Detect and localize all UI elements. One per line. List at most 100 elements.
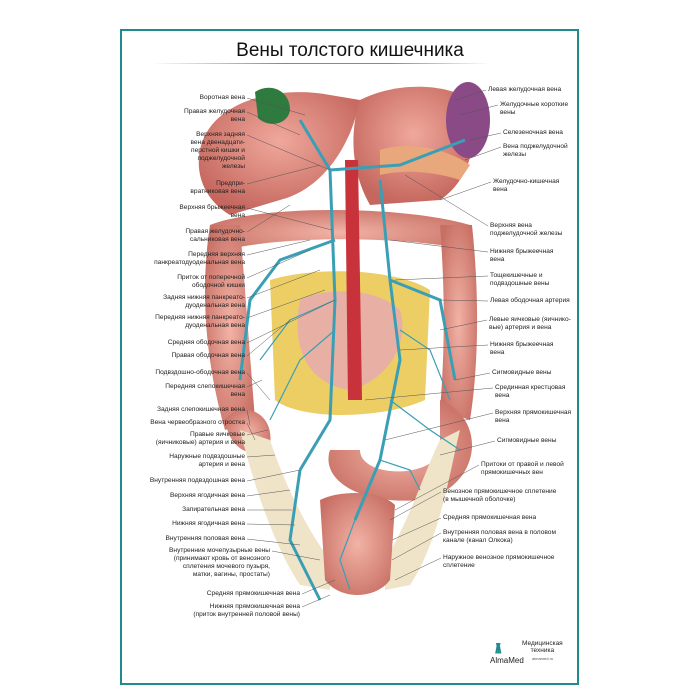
leader-line — [246, 379, 263, 388]
label-l-15: Вена червеобразного отростка — [150, 419, 245, 426]
leader-line — [246, 319, 291, 357]
label-l-4: Верхняя брыжеечная вена — [179, 204, 245, 219]
ascending-colon — [205, 225, 255, 430]
label-r-16: Венозное прямокишечное сплетение (в мыше… — [443, 488, 557, 503]
leader-line — [246, 454, 276, 458]
label-r-8: Левая ободочная артерия — [490, 297, 570, 304]
label-l-18: Внутренняя подвздошная вена — [149, 477, 245, 484]
transverse-colon — [210, 210, 470, 255]
leader-line — [439, 440, 496, 456]
label-r-18: Внутренняя половая вена в половом канале… — [443, 529, 557, 544]
leader-line — [389, 239, 489, 253]
leader-line — [439, 319, 488, 331]
leader-line — [246, 164, 321, 185]
label-l-5: Правая желудочно- сальниковая вена — [185, 228, 245, 243]
logo-tagline: Медицинская техника — [522, 640, 563, 654]
label-r-6: Нижняя брыжеечная вена — [490, 248, 554, 263]
label-l-12: Подвздошно-ободочная вена — [155, 369, 245, 376]
label-r-5: Верхняя вена поджелудочной железы — [490, 222, 563, 237]
title-divider — [150, 63, 490, 64]
logo-url: almamed.ru — [532, 656, 554, 661]
label-l-20: Запирательная вена — [182, 506, 245, 513]
leader-line — [246, 207, 333, 231]
leader-line — [399, 344, 489, 351]
leader-line — [459, 104, 499, 116]
aorta — [345, 160, 362, 400]
leader-line — [246, 269, 321, 299]
leader-line — [246, 239, 311, 256]
label-l-19: Верхняя ягодичная вена — [169, 492, 245, 499]
label-l-13: Передняя слепокишечная вена — [165, 383, 245, 398]
label-r-4: Желудочно-кишечная вена — [493, 178, 560, 193]
rectum — [320, 493, 395, 595]
label-l-2: Верхняя задняя вена двенадцати- перстной… — [190, 131, 245, 170]
label-l-16: Правые яичковые (яичниковые) артерия и в… — [155, 431, 245, 446]
leader-line — [246, 134, 331, 171]
leader-line — [454, 372, 491, 381]
label-r-2: Селезеночная вена — [503, 129, 563, 136]
leader-line — [391, 517, 442, 541]
leader-line — [246, 249, 311, 279]
label-r-12: Срединная крестцовая вена — [495, 384, 566, 399]
label-l-9: Передняя нижняя панкреато- дуоденальная … — [155, 314, 245, 329]
label-l-11: Правая ободочная вена — [171, 352, 245, 359]
logo-mark-icon: /\/\ — [495, 640, 501, 656]
leader-lines — [246, 89, 502, 608]
leader-line — [301, 594, 331, 608]
leader-line — [246, 422, 256, 441]
label-l-14: Задняя слепокишечная вена — [156, 406, 245, 413]
liver — [198, 92, 360, 215]
leader-line — [246, 299, 336, 344]
leader-line — [391, 532, 442, 561]
leader-line — [246, 372, 271, 401]
pancreas — [380, 145, 470, 180]
leader-line — [246, 289, 326, 319]
leader-line — [394, 557, 442, 581]
label-r-19: Наружное венозное прямокишечное сплетени… — [443, 554, 555, 569]
label-l-22: Внутренняя половая вена — [165, 535, 245, 542]
leader-line — [246, 204, 291, 233]
leader-line — [246, 409, 251, 426]
label-r-0: Левая желудочная вена — [488, 86, 562, 93]
leader-line — [439, 181, 492, 201]
leader-line — [364, 387, 494, 401]
label-l-21: Нижняя ягодичная вена — [172, 520, 245, 527]
label-l-7: Приток от поперечной ободочной кишки — [177, 274, 245, 289]
leader-line — [394, 464, 480, 511]
leader-line — [271, 550, 321, 561]
leader-line — [439, 299, 489, 302]
leader-line — [246, 489, 291, 497]
label-l-24: Средняя прямокишечная вена — [206, 590, 300, 597]
label-r-15: Притоки от правой и левой прямокишечных … — [481, 461, 564, 476]
leader-line — [394, 275, 489, 281]
label-l-8: Задняя нижняя панкреато- дуоденальная ве… — [163, 294, 245, 309]
leader-line — [246, 111, 301, 136]
leader-line — [246, 538, 301, 546]
spleen — [446, 82, 490, 158]
label-r-14: Сигмовидные вены — [497, 437, 557, 444]
label-l-1: Правая желудочная вена — [183, 108, 245, 123]
leader-line — [246, 97, 306, 116]
label-l-3: Предпри- вратниковая вена — [190, 180, 245, 195]
label-r-17: Средняя прямокишечная вена — [443, 514, 537, 521]
label-l-0: Воротная вена — [199, 94, 245, 101]
label-r-3: Вена поджелудочной железы — [503, 143, 568, 158]
leader-line — [389, 491, 442, 521]
label-l-10: Средняя ободочная вена — [167, 339, 245, 346]
label-r-10: Нижняя брыжеечная вена — [490, 341, 554, 356]
leader-line — [454, 89, 487, 101]
descending-colon — [440, 225, 478, 420]
label-l-6: Передняя верхняя панкреатодуоденальная в… — [154, 251, 245, 266]
leader-line — [246, 523, 296, 526]
logo-brand: AlmaMed — [490, 656, 524, 665]
leader-line — [301, 579, 336, 595]
leader-line — [464, 146, 502, 161]
leader-line — [384, 412, 494, 441]
gallbladder — [255, 87, 290, 124]
brand-logo: /\/\ AlmaMed Медицинская техника almamed… — [490, 640, 580, 670]
page-title: Вены толстого кишечника — [236, 40, 464, 61]
label-r-7: Тощекишечные и подвздошные вены — [490, 272, 550, 287]
leader-line — [469, 132, 502, 141]
label-l-23: Внутренние мочепузырные вены (принимают … — [169, 547, 270, 578]
